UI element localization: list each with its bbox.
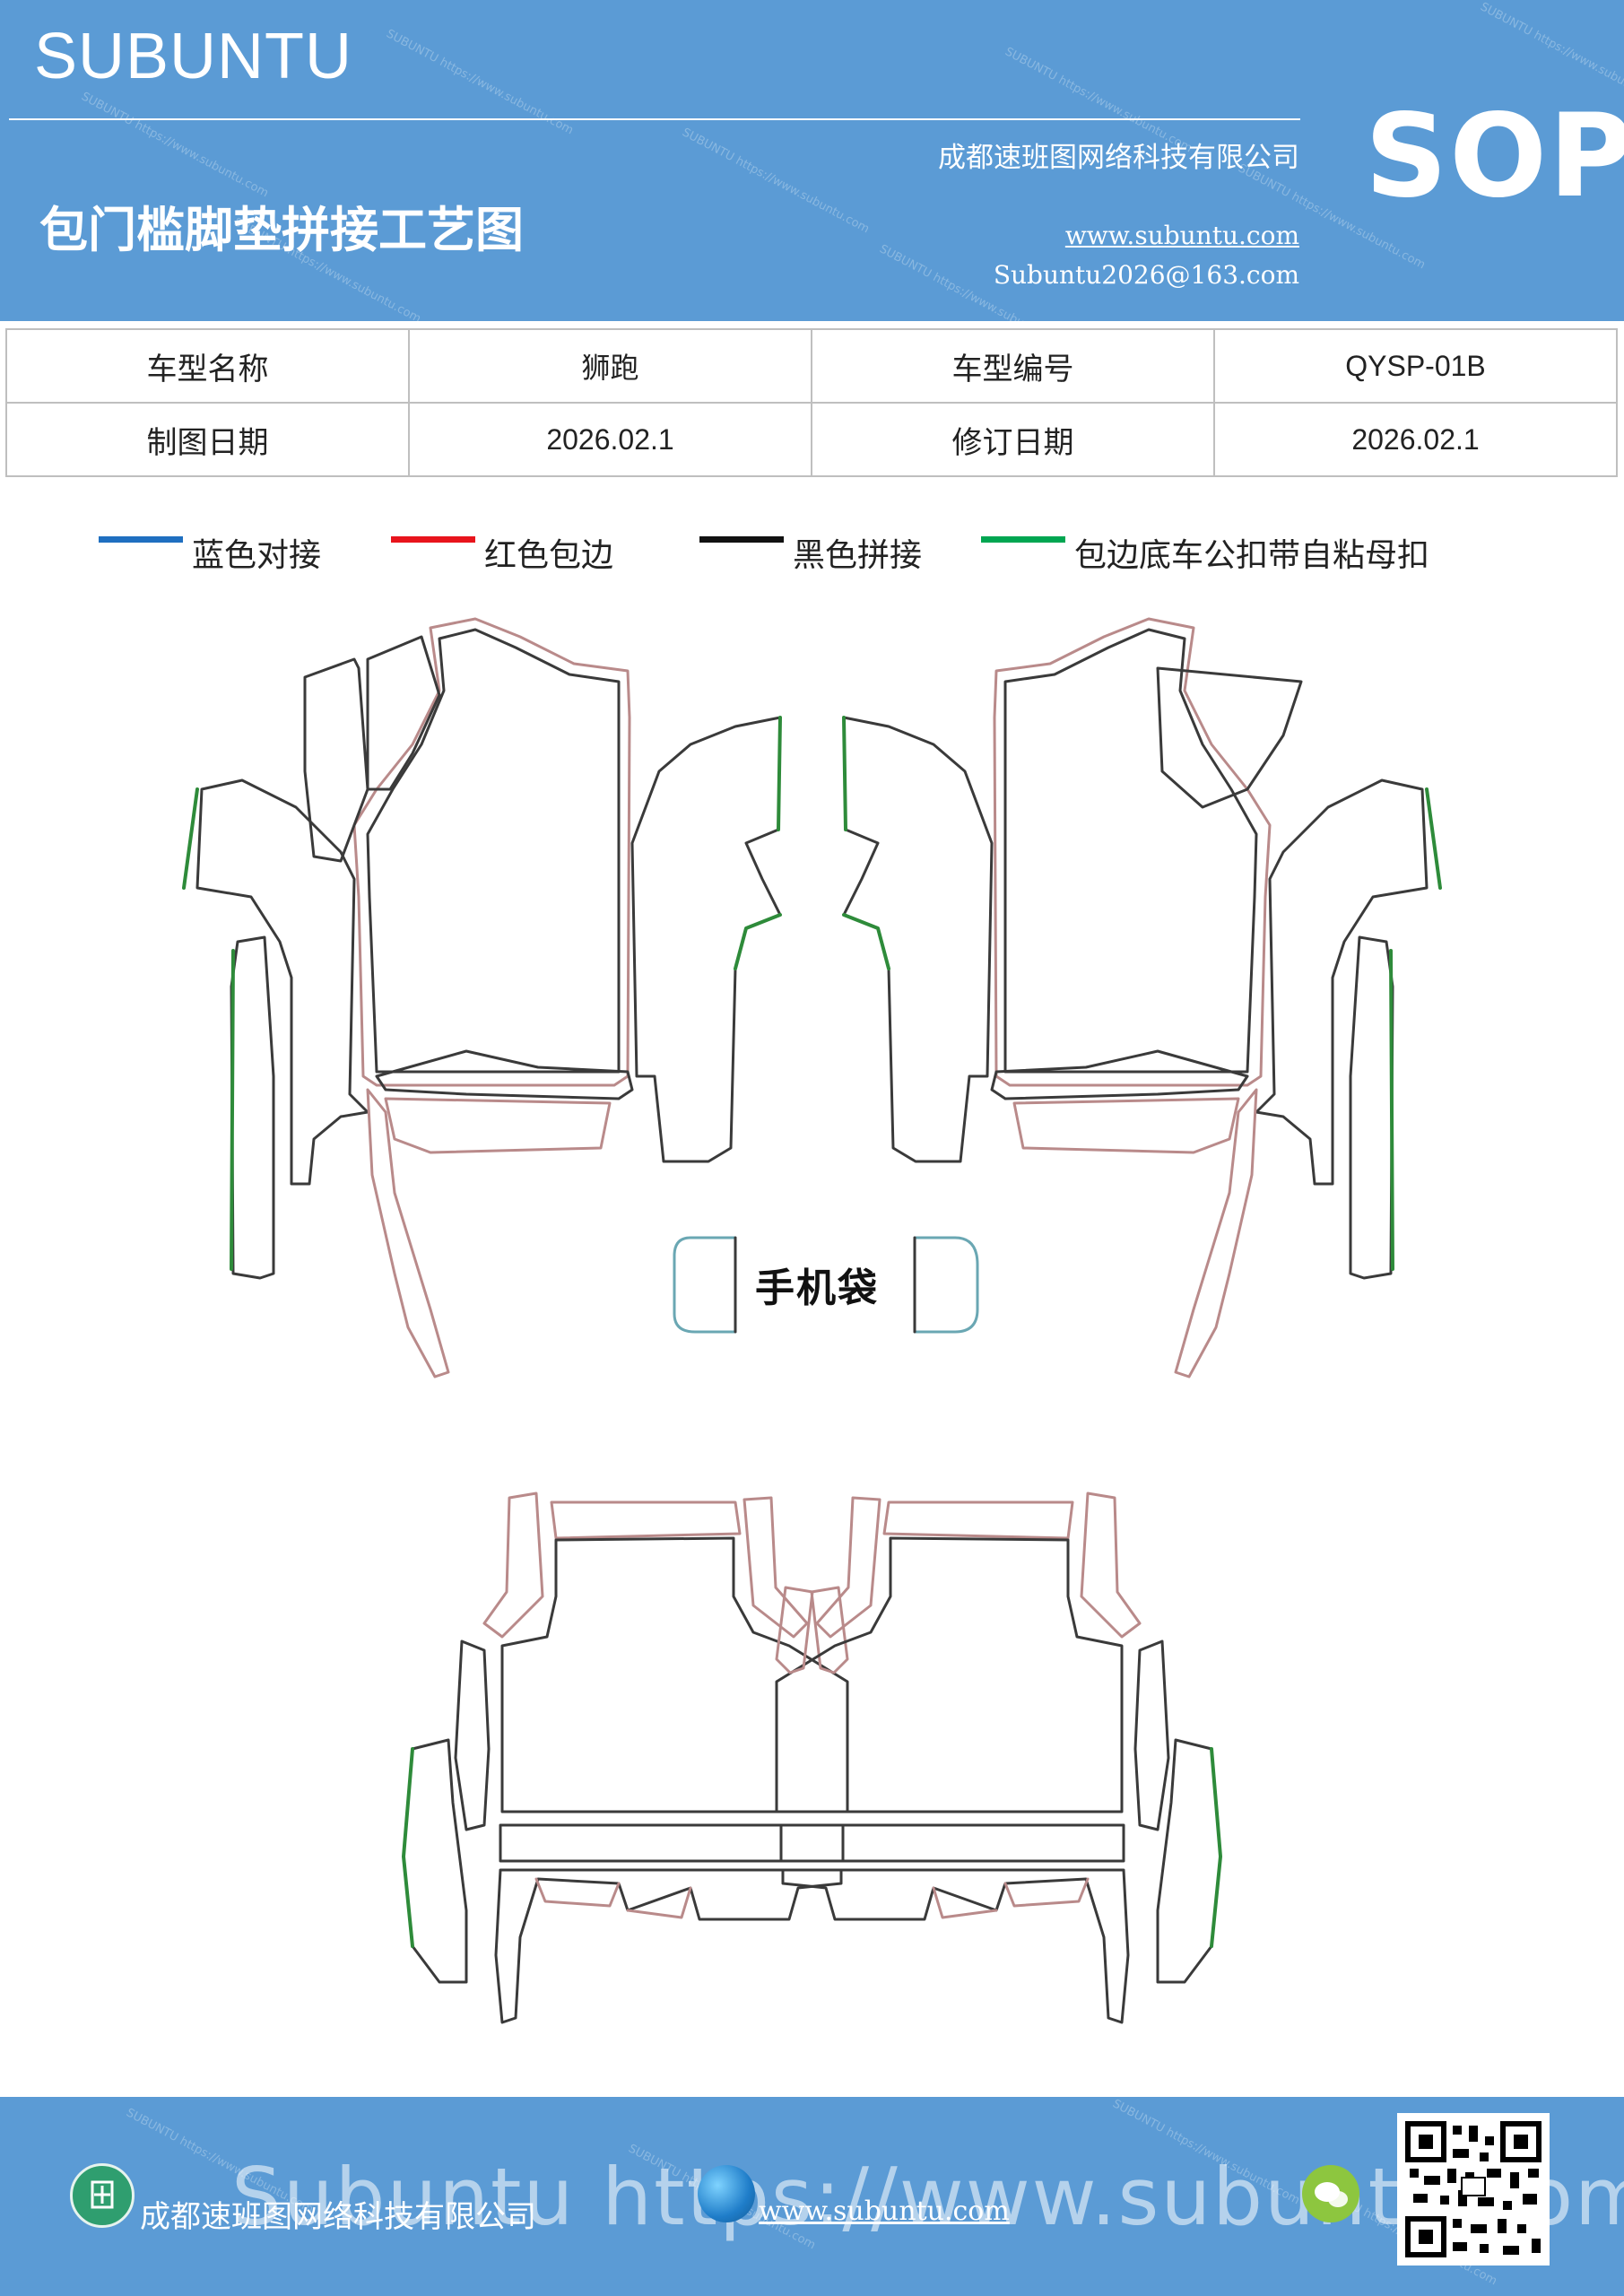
mat-piece: [1174, 1088, 1258, 1378]
header-banner: SUBUNTU https://www.subuntu.com SUBUNTU …: [0, 0, 1624, 321]
legend-swatch-black: [699, 536, 784, 543]
mat-piece: [482, 1492, 544, 1639]
legend-label: 蓝色对接: [192, 537, 322, 574]
mat-piece: [303, 657, 369, 863]
contact-email: Subuntu2026@163.com: [993, 260, 1299, 290]
legend-swatch-green: [981, 536, 1065, 543]
mat-piece: [932, 1877, 1090, 1919]
website-link[interactable]: www.subuntu.com: [1064, 221, 1299, 250]
mat-piece: [743, 1496, 809, 1639]
watermark-text: SUBUNTU https://www.subuntu.com: [384, 27, 576, 137]
phone-bag-left-piece: [673, 1236, 737, 1334]
mat-piece: [494, 1868, 843, 2024]
mat-piece: [1210, 1747, 1222, 1948]
brand-logo-text: SUBUNTU: [34, 21, 353, 92]
mat-piece: [775, 1586, 814, 1674]
wechat-icon: [1302, 2165, 1359, 2222]
mat-piece: [1425, 787, 1442, 890]
mat-piece: [550, 1500, 742, 1540]
legend-swatch-red: [391, 536, 475, 543]
company-name: 成都速班图网络科技有限公司: [938, 142, 1299, 174]
model-code-label: 车型编号: [811, 328, 1215, 404]
legend-label: 红色包边: [484, 537, 614, 574]
drawing-date-label: 制图日期: [5, 402, 410, 477]
mat-piece: [1003, 628, 1258, 1074]
mat-piece: [1389, 949, 1394, 1271]
legend-label: 包边底车公扣带自粘母扣: [1074, 537, 1430, 574]
info-table: 车型名称 狮跑 车型编号 QYSP-01B 制图日期 2026.02.1 修订日…: [5, 328, 1618, 477]
drawing-date-value: 2026.02.1: [408, 402, 812, 477]
mat-piece: [352, 617, 631, 1087]
globe-icon: [698, 2165, 755, 2222]
mat-piece: [990, 1049, 1249, 1100]
mat-piece: [230, 935, 275, 1280]
building-icon: [70, 2163, 135, 2228]
mat-piece: [734, 716, 782, 970]
model-name-label: 车型名称: [5, 328, 410, 404]
mat-piece: [1349, 935, 1394, 1280]
mat-piece: [384, 1097, 612, 1154]
model-name-value: 狮跑: [408, 328, 812, 404]
mat-piece: [630, 716, 782, 1163]
floor-mat-diagram: [0, 617, 1442, 2024]
header-divider: [9, 118, 1300, 120]
mat-piece: [1080, 1492, 1142, 1639]
front-right-mat-group: [842, 617, 1442, 1378]
mat-piece: [375, 1049, 634, 1100]
mat-piece: [1156, 666, 1303, 809]
table-row: 车型名称 狮跑 车型编号 QYSP-01B: [5, 328, 1618, 404]
rear-right-mat-group: [775, 1492, 1222, 2024]
mat-piece: [179, 789, 197, 897]
mat-piece: [402, 1747, 414, 1948]
footer-banner: SUBUNTU https://www.subuntu.com SUBUNTU …: [0, 2097, 1624, 2296]
front-left-mat-group: [179, 617, 782, 1378]
mat-piece: [366, 628, 621, 1074]
page-title: 包门槛脚垫拼接工艺图: [39, 202, 524, 258]
rear-left-mat-group: [402, 1492, 849, 2024]
line-legend: 蓝色对接 红色包边 黑色拼接 包边底车公扣带自粘母扣: [0, 529, 1624, 574]
mat-piece: [499, 1823, 845, 1863]
watermark-text: SUBUNTU https://www.subuntu.com: [680, 126, 872, 236]
legend-label: 黑色拼接: [793, 537, 923, 574]
table-row: 制图日期 2026.02.1 修订日期 2026.02.1: [5, 402, 1618, 477]
legend-swatch-blue: [99, 536, 183, 543]
mat-piece: [195, 778, 369, 1186]
mat-piece: [366, 635, 441, 791]
mat-piece: [882, 1500, 1074, 1540]
mat-piece: [779, 1823, 1125, 1863]
sop-badge: SOP: [1365, 90, 1624, 223]
model-code-value: QYSP-01B: [1213, 328, 1618, 404]
phone-bag-right-piece: [913, 1236, 979, 1334]
phone-bag-label: 手机袋: [755, 1265, 879, 1311]
mat-piece: [500, 1536, 849, 1813]
mat-piece: [993, 617, 1272, 1087]
mat-piece: [1255, 778, 1429, 1186]
mat-piece: [842, 716, 890, 970]
mat-piece: [775, 1536, 1124, 1813]
watermark-text: SUBUNTU https://www.subuntu.com: [79, 90, 271, 200]
mat-piece: [810, 1586, 849, 1674]
mat-piece: [534, 1877, 692, 1919]
revision-date-value: 2026.02.1: [1213, 402, 1618, 477]
mat-piece: [781, 1868, 1130, 2024]
revision-date-label: 修订日期: [811, 402, 1215, 477]
mat-piece: [1133, 1639, 1170, 1831]
mat-piece: [366, 1088, 450, 1378]
footer-company-name: 成都速班图网络科技有限公司: [140, 2199, 536, 2235]
qr-code: [1397, 2113, 1550, 2266]
mat-piece: [842, 716, 994, 1163]
mat-piece: [230, 949, 235, 1271]
footer-large-watermark: Subuntu https://www.subuntu.com: [231, 2151, 1624, 2243]
mat-piece: [1012, 1097, 1240, 1154]
mat-piece: [454, 1639, 491, 1831]
footer-website-link[interactable]: www.subuntu.com: [759, 2196, 1010, 2227]
mat-piece: [815, 1496, 881, 1639]
